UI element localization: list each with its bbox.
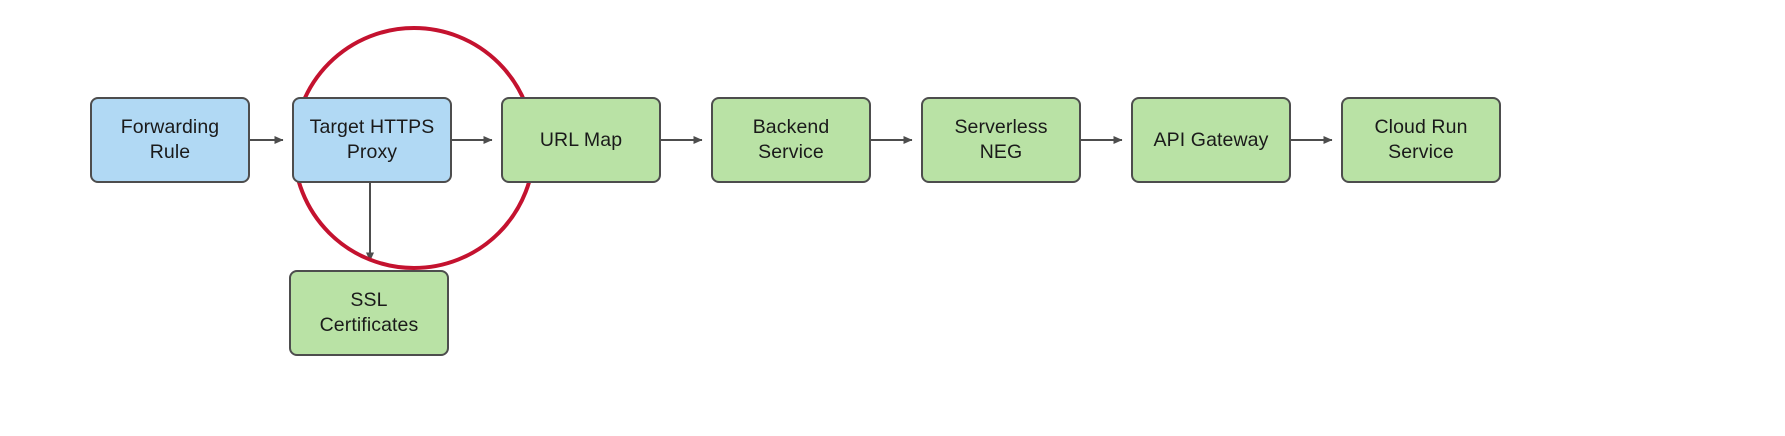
node-url-map[interactable]: URL Map: [501, 97, 661, 183]
node-serverless-neg[interactable]: Serverless NEG: [921, 97, 1081, 183]
node-ssl-certificates[interactable]: SSL Certificates: [289, 270, 449, 356]
node-target-https-proxy[interactable]: Target HTTPS Proxy: [292, 97, 452, 183]
node-api-gateway[interactable]: API Gateway: [1131, 97, 1291, 183]
node-cloud-run-service[interactable]: Cloud Run Service: [1341, 97, 1501, 183]
node-backend-service[interactable]: Backend Service: [711, 97, 871, 183]
node-forwarding-rule[interactable]: Forwarding Rule: [90, 97, 250, 183]
